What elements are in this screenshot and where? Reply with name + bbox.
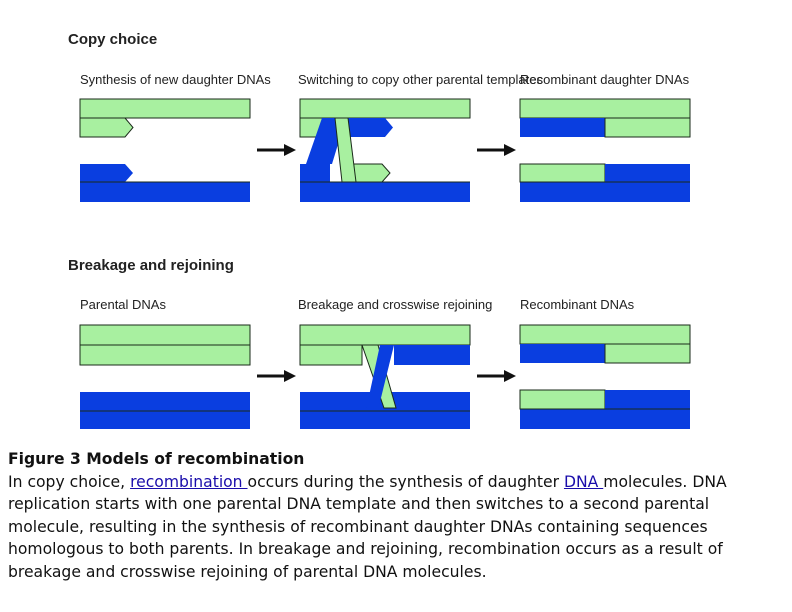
- green-strand: [79, 324, 251, 346]
- blue-segment: [520, 344, 605, 363]
- green-strand: [299, 324, 471, 346]
- blue-segment: [605, 164, 690, 182]
- green-daughter-strand: [79, 117, 134, 138]
- process-arrow: [477, 370, 516, 382]
- recombination-link[interactable]: recombination: [130, 472, 248, 491]
- blue-daughter-strand: [300, 164, 330, 182]
- process-arrow: [257, 370, 296, 382]
- caption-title: Figure 3 Models of recombination: [8, 450, 305, 468]
- blue-daughter-strand: [80, 164, 133, 182]
- green-segment: [604, 343, 691, 364]
- green-strand: [519, 324, 691, 345]
- blue-new-segment: [345, 118, 393, 137]
- green-segment: [519, 163, 606, 183]
- copy-choice-title: Copy choice: [68, 31, 157, 48]
- panel-label-crosswise: Breakage and crosswise rejoining: [298, 297, 492, 312]
- recombinant-daughter-panel: [519, 98, 691, 202]
- blue-segment: [520, 118, 605, 137]
- blue-strand: [520, 182, 690, 202]
- blue-parental-strand: [300, 182, 470, 202]
- blue-strand: [520, 409, 690, 429]
- panel-label-synthesis: Synthesis of new daughter DNAs: [80, 72, 271, 87]
- caption-text: occurs during the synthesis of daughter: [247, 472, 564, 491]
- caption-body: In copy choice, recombination occurs dur…: [8, 471, 788, 584]
- blue-crossing-strand: [366, 345, 394, 410]
- switching-panel: [299, 98, 471, 202]
- process-arrow: [257, 144, 296, 156]
- recombination-diagram: Copy choice Synthesis of new daughter DN…: [68, 31, 691, 429]
- panel-label-recombinant-daughter: Recombinant daughter DNAs: [520, 72, 690, 87]
- blue-strand-right: [394, 345, 470, 365]
- green-strand: [79, 344, 251, 366]
- panel-label-recombinant-dnas: Recombinant DNAs: [520, 297, 635, 312]
- green-strand: [519, 98, 691, 119]
- panel-label-parental: Parental DNAs: [80, 297, 166, 312]
- recombinant-dnas-panel: [519, 324, 691, 429]
- blue-parental-strand: [80, 182, 250, 202]
- parental-panel: [79, 324, 251, 429]
- crosswise-panel: [299, 324, 471, 429]
- caption-text: In copy choice,: [8, 472, 131, 491]
- panel-label-switching: Switching to copy other parental templat…: [298, 72, 543, 87]
- green-parental-strand: [299, 98, 471, 119]
- figure-caption: Figure 3 Models of recombination In copy…: [8, 448, 788, 583]
- breakage-title: Breakage and rejoining: [68, 257, 234, 274]
- caption-text: molecules. DNA replication starts with o…: [8, 472, 727, 581]
- green-parental-strand: [79, 98, 251, 119]
- dna-link[interactable]: DNA: [563, 472, 604, 491]
- green-segment: [519, 389, 606, 410]
- green-segment: [604, 117, 691, 138]
- green-strand-left: [299, 344, 363, 366]
- process-arrow: [477, 144, 516, 156]
- synthesis-panel: [79, 98, 251, 202]
- blue-segment: [605, 390, 690, 409]
